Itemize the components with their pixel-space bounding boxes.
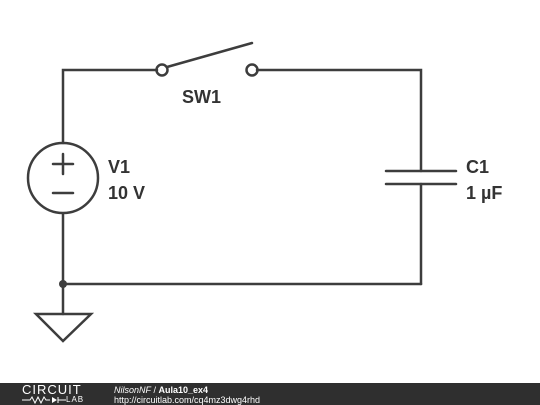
logo-text-bottom: LAB — [66, 395, 85, 404]
ground-symbol — [32, 312, 95, 343]
wire-top-right — [255, 68, 423, 173]
switch-sw1 — [155, 41, 259, 77]
capacitor-value-label: 1 µF — [466, 183, 502, 203]
switch-label: SW1 — [182, 87, 221, 107]
source-name-label: V1 — [108, 157, 130, 177]
logo-resistor-icon — [22, 396, 66, 404]
switch-terminal-left — [155, 63, 169, 77]
switch-terminal-right — [245, 63, 259, 77]
capacitor-c1 — [384, 169, 458, 186]
circuit-meta: NilsonNF / Aula10_ex4 http://circuitlab.… — [114, 385, 260, 405]
circuit-diagram: SW1 V1 10 V C1 1 µF — [26, 41, 502, 343]
circuitlab-logo: CIRCUIT LAB — [22, 382, 94, 404]
wire-top-left — [61, 68, 159, 145]
meta-separator: / — [151, 385, 159, 395]
logo-text-top: CIRCUIT — [22, 382, 82, 397]
circuit-title[interactable]: Aula10_ex4 — [158, 385, 209, 395]
switch-blade — [165, 41, 254, 69]
voltage-source-v1 — [26, 141, 100, 215]
author-name[interactable]: NilsonNF — [114, 385, 152, 395]
footer-bar: CIRCUIT LAB NilsonNF / Aula10_ex4 http:/… — [0, 383, 540, 405]
circuit-url[interactable]: http://circuitlab.com/cq4mz3dwg4rhd — [114, 395, 261, 405]
capacitor-name-label: C1 — [466, 157, 489, 177]
junction-dot — [59, 280, 67, 288]
voltage-source-circle — [26, 141, 100, 215]
source-value-label: 10 V — [108, 183, 145, 203]
